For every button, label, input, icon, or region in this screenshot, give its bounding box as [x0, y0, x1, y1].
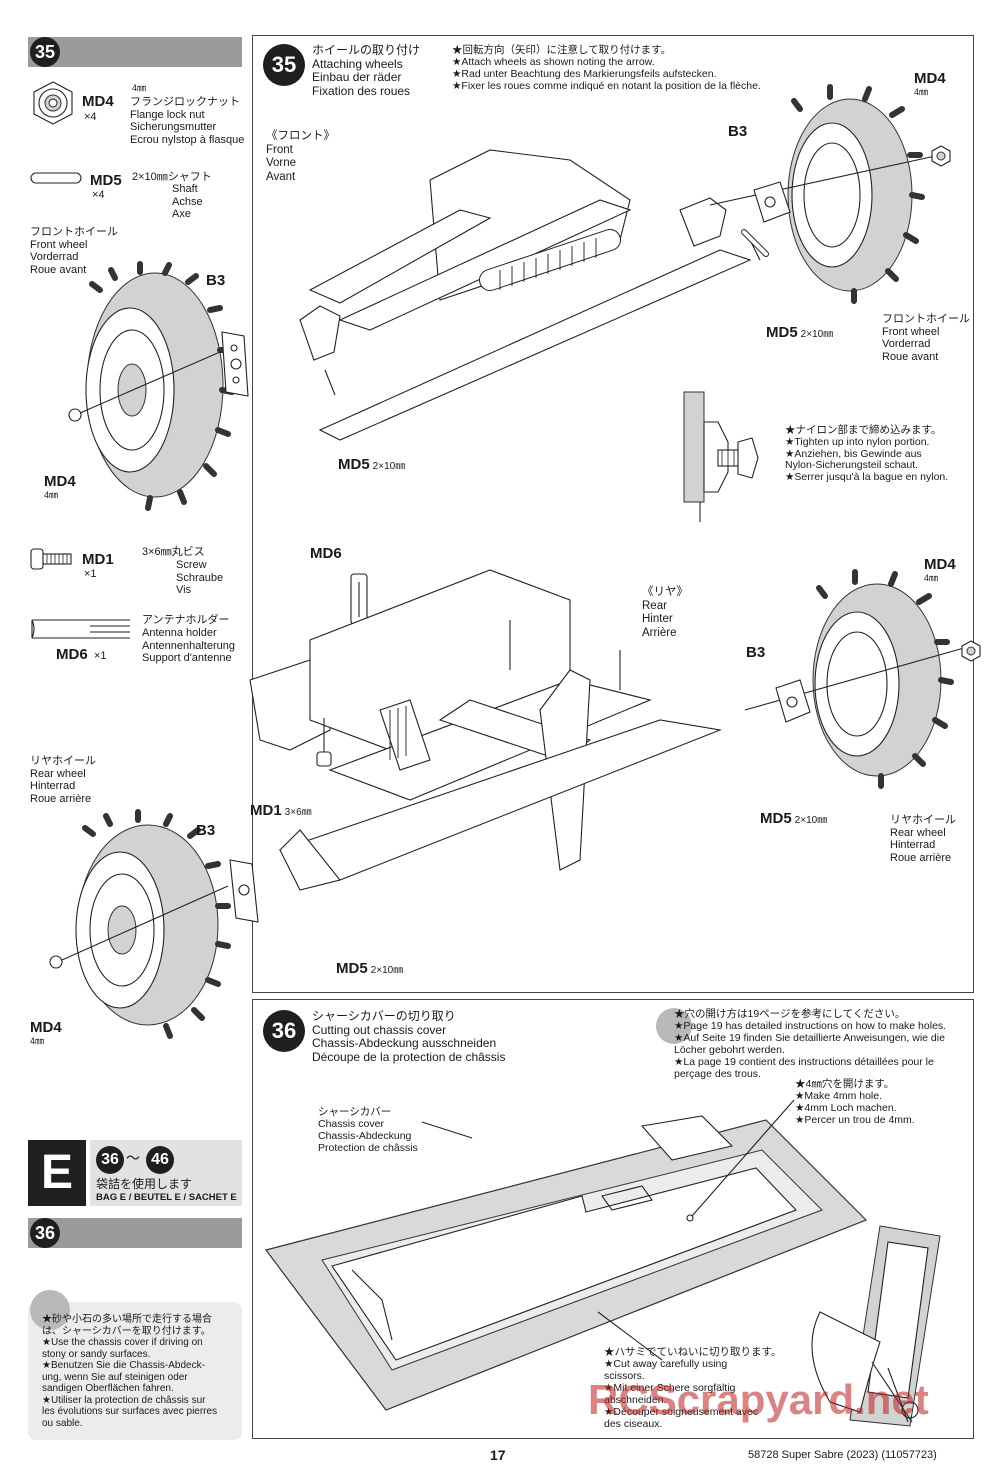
md6-code: MD6 — [56, 646, 88, 663]
bag-range-sep: 〜 — [126, 1150, 140, 1166]
bag-jp: 袋詰を使用します — [96, 1177, 193, 1191]
b3-callout-front-right: B3 — [728, 123, 748, 140]
front-wheel-label-left: フロントホイール Front wheel Vorderrad Roue avan… — [30, 226, 118, 276]
bag-range-end: 46 — [146, 1146, 174, 1174]
step36-parts-number: 36 — [30, 1218, 60, 1248]
bag-text: BAG E / BEUTEL E / SACHET E — [96, 1192, 237, 1203]
cut-note: ★ハサミでていねいに切り取ります。 ★Cut away carefully us… — [604, 1346, 782, 1430]
md4-nut-rear-right — [961, 640, 981, 662]
rear-wheel-label-left: リヤホイール Rear wheel Hinterrad Roue arrière — [30, 755, 96, 805]
md6-desc: Antenna holder Antennenhalterung Support… — [142, 627, 235, 664]
step35-note: ★回転方向（矢印）に注意して取り付けます。 ★Attach wheels as … — [452, 44, 761, 92]
tighten-note: ★ナイロン部まで締め込みます。 ★Tighten up into nylon p… — [785, 424, 949, 484]
md1-code: MD1 — [82, 551, 114, 568]
bag-letter-box: E — [28, 1140, 86, 1206]
md4-spec: 4㎜ — [132, 83, 147, 93]
md1-desc: Screw Schraube Vis — [176, 559, 224, 596]
step35-parts-header — [28, 37, 242, 67]
md4-callout-front-right: MD4 — [914, 70, 946, 87]
md1-spec: 3×6㎜丸ビス — [142, 546, 205, 558]
rear-chassis-drawing — [249, 569, 723, 891]
bag-range-start: 36 — [96, 1146, 124, 1174]
step35-number: 35 — [263, 44, 305, 86]
md5-shaft-front-right — [741, 229, 769, 257]
chassis-cover-drawing — [264, 1099, 868, 1411]
md4-size-left: 4㎜ — [44, 490, 59, 500]
md4-size-front-right: 4㎜ — [914, 87, 929, 97]
chassis-cover-note: ★砂や小石の多い場所で走行する場合 は、シャーシカバーを取り付けます。 ★Use… — [42, 1314, 218, 1429]
step36-panel — [252, 999, 974, 1439]
note-dot-icon — [30, 1290, 70, 1330]
md4-size-rear-left: 4㎜ — [30, 1036, 45, 1046]
md4-code: MD4 — [82, 93, 114, 110]
chassis-cover-label: シャーシカバー Chassis cover Chassis-Abdeckung … — [318, 1106, 418, 1154]
shaft-icon — [30, 172, 82, 184]
product-code: 58728 Super Sabre (2023) (11057723) — [748, 1449, 937, 1461]
rear-right-wheel-drawing — [744, 569, 972, 789]
front-label: 《フロント》 Front Vorne Avant — [266, 130, 335, 183]
md1-qty: ×1 — [84, 568, 97, 580]
scissors-cutting-drawing — [811, 1225, 941, 1427]
b3-callout-front-left: B3 — [206, 272, 226, 289]
front-chassis-drawing — [299, 149, 761, 441]
md5-code: MD5 — [90, 172, 122, 189]
step35-parts-number: 35 — [30, 37, 60, 67]
page-number: 17 — [490, 1447, 506, 1463]
md4-size-rear-right: 4㎜ — [924, 573, 939, 583]
holes-note-dot-icon — [656, 1008, 692, 1044]
b3-bracket-front-left — [221, 331, 249, 397]
step36-title: シャーシカバーの切り取り Cutting out chassis cover C… — [312, 1009, 506, 1064]
b3-bracket-front-right — [753, 181, 791, 223]
antenna-holder-icon — [31, 619, 130, 639]
rear-label: 《リヤ》 Rear Hinter Arrière — [642, 586, 688, 639]
md4-callout-rear-left: MD4 — [30, 1019, 62, 1036]
md4-desc: フランジロックナット Flange lock nut Sicherungsmut… — [130, 96, 245, 146]
flange-nut-icon — [33, 81, 73, 125]
b3-bracket-rear-left — [229, 859, 259, 923]
step35-panel — [252, 35, 974, 993]
step36-number: 36 — [263, 1010, 305, 1052]
watermark: RCScrapyard.net — [588, 1376, 929, 1423]
b3-callout-rear-right: B3 — [746, 644, 766, 661]
chassis-cover-note-box — [28, 1302, 242, 1440]
b3-callout-rear-left: B3 — [196, 822, 216, 839]
md6-callout: MD6 — [310, 545, 342, 562]
front-wheel-right-label: フロントホイール Front wheel Vorderrad Roue avan… — [882, 313, 970, 363]
md5-qty: ×4 — [92, 189, 105, 201]
md5-spec: 2×10㎜シャフト — [132, 171, 212, 183]
holes-note: ★穴の開け方は19ページを参考にしてください。 ★Page 19 has det… — [674, 1008, 947, 1080]
md4-callout-left: MD4 — [44, 473, 76, 490]
md4-nut-front-right — [931, 145, 951, 167]
md6-qty: ×1 — [94, 650, 107, 662]
step35-title: ホイールの取り付け Attaching wheels Einbau der rä… — [312, 43, 421, 98]
md4-callout-rear-right: MD4 — [924, 556, 956, 573]
md6-spec: アンテナホルダー — [142, 614, 230, 626]
front-left-wheel-drawing — [68, 261, 235, 511]
b3-bracket-rear-right — [775, 679, 811, 723]
front-right-wheel-drawing — [709, 84, 941, 304]
md5-desc: Shaft Achse Axe — [172, 183, 203, 220]
tighten-detail-drawing — [683, 391, 759, 522]
md1-screw-drawing — [316, 718, 332, 767]
step36-parts-header — [28, 1218, 242, 1248]
hole-4mm-note: ★4㎜穴を開けます。 ★Make 4mm hole. ★4mm Loch mac… — [795, 1078, 915, 1126]
screw-icon — [30, 548, 72, 570]
rear-left-wheel-drawing — [49, 809, 231, 1039]
rear-wheel-right-label: リヤホイール Rear wheel Hinterrad Roue arrière — [890, 814, 956, 864]
md4-qty: ×4 — [84, 111, 97, 123]
